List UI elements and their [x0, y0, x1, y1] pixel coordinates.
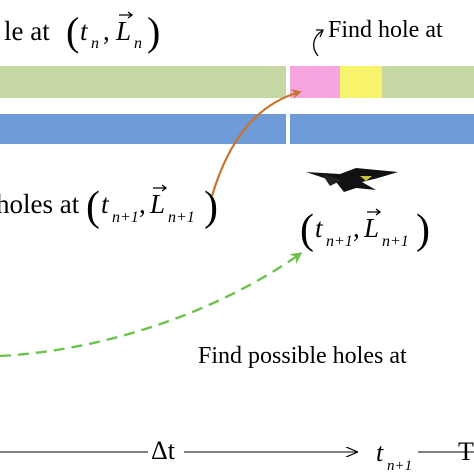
green-band-right	[382, 66, 474, 98]
middle-left-label: holes at	[0, 189, 80, 219]
green-dashed-arrow	[0, 252, 303, 358]
mid-right-t: t	[315, 213, 324, 243]
mid-right-L-sub: n+1	[382, 233, 409, 250]
axis-tn1-t: t	[376, 438, 384, 467]
middle-left-close-paren: )	[204, 184, 218, 230]
mid-right-vector-arrow-icon	[367, 208, 382, 216]
top-left-vector-arrow-icon	[119, 11, 134, 19]
orange-curved-arrow	[210, 89, 302, 197]
top-left-L: L	[115, 16, 131, 46]
mid-right-close-paren: )	[416, 207, 430, 253]
top-left-t-sub: n	[91, 35, 99, 52]
hole-yellow	[340, 66, 382, 98]
middle-left-L: L	[149, 189, 165, 219]
blue-band-left	[0, 114, 286, 144]
mid-right-open-paren: (	[300, 207, 314, 253]
middle-left-L-sub: n+1	[168, 209, 195, 226]
top-left-close-paren: )	[147, 9, 160, 54]
blue-band-right	[290, 114, 474, 144]
top-left-comma: ,	[103, 16, 110, 46]
axis-delta-label: Δt	[151, 436, 176, 465]
middle-left-t-sub: n+1	[112, 209, 139, 226]
top-right-pointer-arrow-icon	[316, 29, 324, 38]
middle-left-vector-arrow-icon	[153, 184, 168, 192]
top-left-label: le at	[4, 16, 50, 46]
top-right-pointer-line	[312, 30, 323, 57]
axis-delta-mask	[148, 436, 184, 462]
mid-right-L: L	[363, 213, 379, 243]
mid-right-t-sub: n+1	[326, 233, 353, 250]
green-band-left	[0, 66, 286, 98]
top-right-label: Find hole at	[328, 17, 443, 43]
top-left-t: t	[80, 16, 89, 46]
mid-right-comma: ,	[353, 213, 360, 243]
axis-right-edge-label: T	[458, 437, 474, 466]
stealth-aircraft-icon	[306, 168, 398, 192]
top-left-L-sub: n	[134, 35, 142, 52]
bottom-label: Find possible holes at	[198, 343, 407, 369]
middle-left-open-paren: (	[86, 184, 100, 230]
axis-tn1-mask	[372, 440, 418, 474]
axis-tn1-sub: n+1	[387, 458, 412, 474]
middle-left-comma: ,	[139, 189, 146, 219]
top-left-open-paren: (	[66, 9, 79, 54]
middle-left-t: t	[101, 189, 110, 219]
